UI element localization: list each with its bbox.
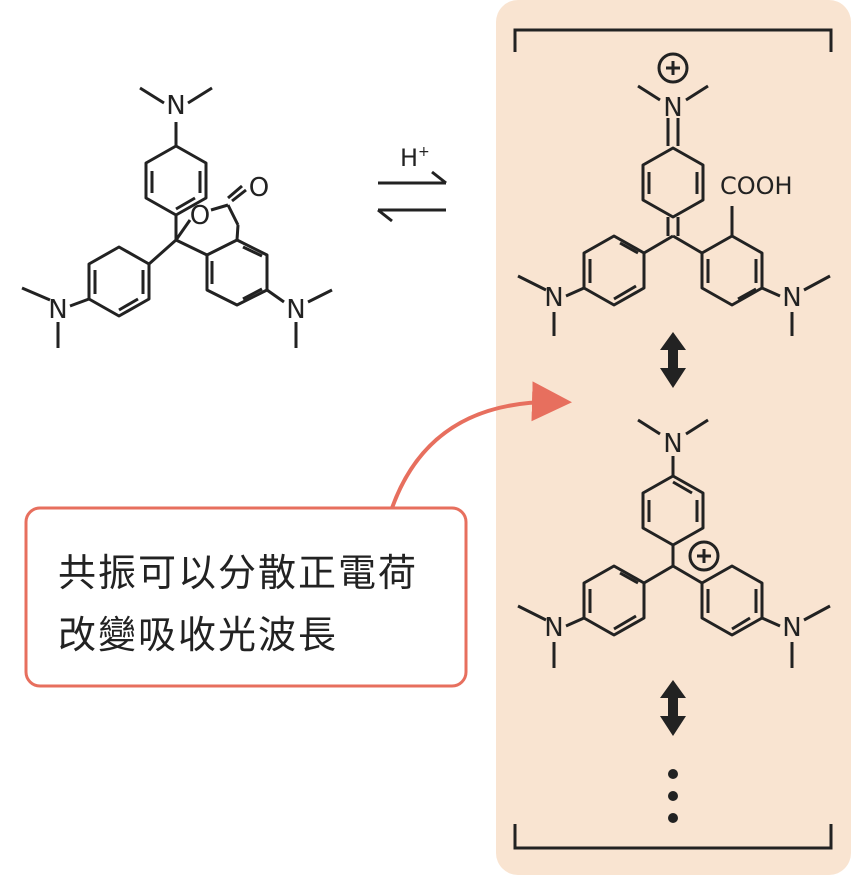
double-headed-arrow-icon bbox=[660, 332, 686, 388]
resonance-form-iminium bbox=[517, 52, 831, 336]
nitrogen-label: N bbox=[544, 283, 563, 313]
vertical-ellipsis-icon bbox=[668, 769, 678, 823]
lactone-labels: N N N O O bbox=[48, 91, 305, 325]
resonance-panel bbox=[496, 0, 851, 875]
nitrogen-label: N bbox=[782, 283, 801, 313]
lactone-molecule bbox=[21, 86, 333, 348]
equilibrium-arrows-icon bbox=[377, 170, 447, 223]
oxygen-label: O bbox=[190, 201, 210, 231]
callout-line-2: 改變吸收光波長 bbox=[58, 613, 339, 657]
nitrogen-label: N bbox=[544, 613, 563, 643]
nitrogen-label: N bbox=[782, 613, 801, 643]
acid-label: H+ bbox=[400, 144, 430, 172]
nitrogen-label: N bbox=[48, 295, 67, 325]
nitrogen-label: N bbox=[286, 295, 305, 325]
callout-box bbox=[24, 506, 468, 688]
oxygen-label: O bbox=[249, 173, 269, 203]
resonance-form-iminium-labels: N COOH N N bbox=[544, 93, 801, 313]
callout-line-1: 共振可以分散正電荷 bbox=[58, 551, 419, 595]
double-headed-arrow-icon bbox=[660, 680, 686, 736]
callout-arrow bbox=[390, 381, 572, 509]
resonance-form-carbocation bbox=[517, 418, 831, 668]
resonance-brackets bbox=[513, 28, 833, 850]
resonance-form-carbocation-labels: N N N bbox=[544, 429, 801, 643]
nitrogen-label: N bbox=[166, 91, 185, 121]
nitrogen-label: N bbox=[663, 93, 682, 123]
nitrogen-label: N bbox=[663, 429, 682, 459]
carboxyl-label: COOH bbox=[720, 172, 793, 200]
